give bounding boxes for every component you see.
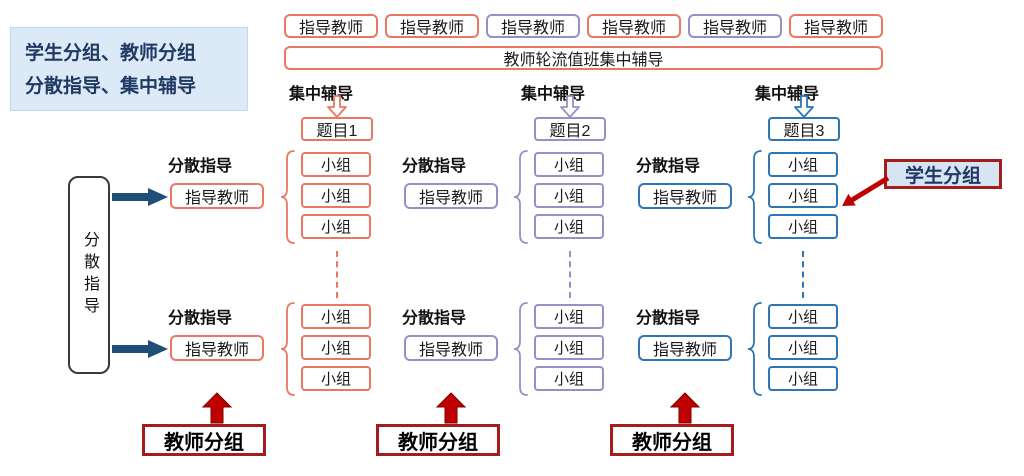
top-teacher-box-3: 指导教师 (486, 14, 580, 38)
subgroup-box-1-lower-3: 小组 (301, 366, 371, 391)
subgroup-box-3-upper-1: 小组 (768, 152, 838, 177)
teacher-box-1-lower: 指导教师 (170, 335, 264, 361)
dispersed-guidance-vertical-label: 分散指导 (81, 231, 98, 319)
top-teacher-box-2: 指导教师 (385, 14, 479, 38)
topic-box-3: 题目3 (768, 117, 840, 141)
legend-box: 学生分组、教师分组 分散指导、集中辅导 (10, 27, 248, 111)
topic-box-2: 题目2 (534, 117, 606, 141)
top-teacher-box-5: 指导教师 (688, 14, 782, 38)
subgroup-box-2-upper-1: 小组 (534, 152, 604, 177)
legend-line-2: 分散指导、集中辅导 (25, 76, 197, 97)
brace-icon-3-upper (747, 150, 762, 244)
teacher-group-arrow-icon-3 (669, 392, 701, 424)
down-arrow-icon-3 (794, 95, 814, 118)
subgroup-box-1-lower-1: 小组 (301, 304, 371, 329)
teacher-group-arrow-icon-1 (201, 392, 233, 424)
top-teacher-box-6: 指导教师 (789, 14, 883, 38)
down-arrow-icon-1 (327, 95, 347, 118)
student-group-label: 学生分组 (884, 159, 1002, 189)
subgroup-box-1-upper-3: 小组 (301, 214, 371, 239)
top-teacher-box-1: 指导教师 (284, 14, 378, 38)
subgroup-box-3-upper-3: 小组 (768, 214, 838, 239)
dispersed-guidance-panel: 分散指导 (68, 176, 110, 374)
teacher-box-2-upper: 指导教师 (404, 183, 498, 209)
blue-arrow-lower-icon (112, 340, 168, 358)
brace-icon-1-upper (280, 150, 295, 244)
duty-banner: 教师轮流值班集中辅导 (284, 46, 883, 70)
dashed-connector-3 (802, 251, 804, 298)
legend-line-1: 学生分组、教师分组 (25, 43, 197, 64)
subgroup-box-2-lower-2: 小组 (534, 335, 604, 360)
dashed-connector-1 (336, 251, 338, 298)
teacher-box-1-upper: 指导教师 (170, 183, 264, 209)
teacher-box-3-lower: 指导教师 (638, 335, 732, 361)
subgroup-box-3-lower-1: 小组 (768, 304, 838, 329)
top-teacher-box-4: 指导教师 (587, 14, 681, 38)
brace-icon-2-upper (513, 150, 528, 244)
teacher-group-arrow-icon-2 (435, 392, 467, 424)
topic-box-1: 题目1 (301, 117, 373, 141)
subgroup-box-3-lower-2: 小组 (768, 335, 838, 360)
dispersed-label-3-lower: 分散指导 (636, 310, 701, 327)
subgroup-box-2-lower-3: 小组 (534, 366, 604, 391)
subgroup-box-2-upper-3: 小组 (534, 214, 604, 239)
subgroup-box-3-upper-2: 小组 (768, 183, 838, 208)
dispersed-label-2-lower: 分散指导 (402, 310, 467, 327)
subgroup-box-3-lower-3: 小组 (768, 366, 838, 391)
subgroup-box-1-upper-2: 小组 (301, 183, 371, 208)
subgroup-box-2-lower-1: 小组 (534, 304, 604, 329)
teacher-box-2-lower: 指导教师 (404, 335, 498, 361)
dispersed-label-1-upper: 分散指导 (168, 158, 233, 175)
student-group-arrow-icon (842, 175, 890, 206)
dashed-connector-2 (569, 251, 571, 298)
teacher-group-label-3: 教师分组 (610, 424, 734, 456)
dispersed-label-1-lower: 分散指导 (168, 310, 233, 327)
subgroup-box-1-lower-2: 小组 (301, 335, 371, 360)
brace-icon-1-lower (280, 302, 295, 396)
subgroup-box-2-upper-2: 小组 (534, 183, 604, 208)
blue-arrow-upper-icon (112, 188, 168, 206)
down-arrow-icon-2 (560, 95, 580, 118)
brace-icon-2-lower (513, 302, 528, 396)
dispersed-label-2-upper: 分散指导 (402, 158, 467, 175)
subgroup-box-1-upper-1: 小组 (301, 152, 371, 177)
dispersed-label-3-upper: 分散指导 (636, 158, 701, 175)
teacher-group-label-2: 教师分组 (376, 424, 500, 456)
teacher-box-3-upper: 指导教师 (638, 183, 732, 209)
brace-icon-3-lower (747, 302, 762, 396)
teacher-group-label-1: 教师分组 (142, 424, 266, 456)
